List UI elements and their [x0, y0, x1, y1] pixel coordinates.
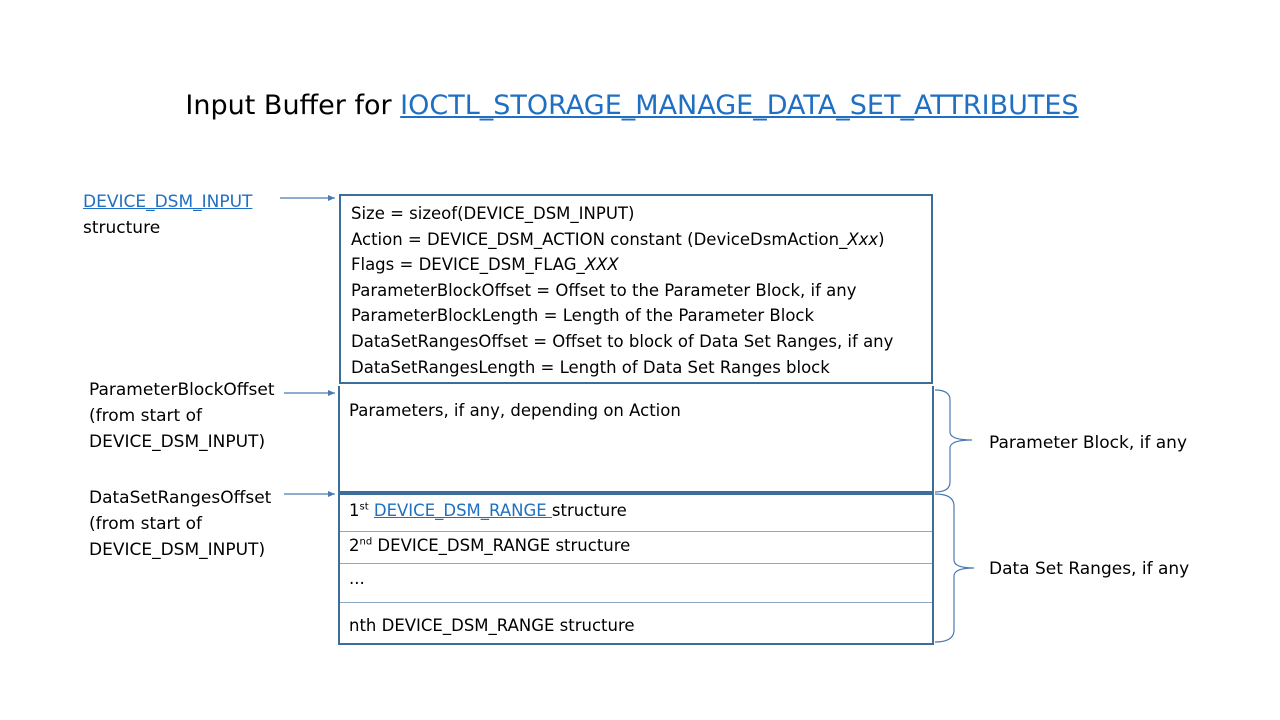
device-dsm-input-box: Size = sizeof(DEVICE_DSM_INPUT) Action =… — [339, 194, 933, 384]
range-row-2-text: 2nd DEVICE_DSM_RANGE structure — [349, 536, 631, 555]
param-offset-line3: DEVICE_DSM_INPUT) — [89, 432, 266, 452]
flags-field: Flags = DEVICE_DSM_FLAG_XXX — [351, 255, 619, 274]
range-row-1: 1st DEVICE_DSM_RANGE structure — [340, 495, 932, 532]
range-row-nth: nth DEVICE_DSM_RANGE structure — [340, 603, 932, 643]
range-row-nth-text: nth DEVICE_DSM_RANGE structure — [349, 616, 635, 635]
data-set-ranges-length-field: DataSetRangesLength = Length of Data Set… — [351, 358, 830, 377]
range-row-ellipsis: ... — [340, 564, 932, 603]
parameter-block-box: Parameters, if any, depending on Action — [338, 386, 934, 493]
param-offset-line2: (from start of — [89, 406, 202, 426]
device-dsm-input-link[interactable]: DEVICE_DSM_INPUT — [83, 192, 253, 212]
parameter-block-length-field: ParameterBlockLength = Length of the Par… — [351, 306, 815, 325]
data-set-ranges-offset-label: DataSetRangesOffset (from start of DEVIC… — [89, 485, 271, 563]
data-set-ranges-brace — [934, 493, 975, 643]
parameter-block-offset-label: ParameterBlockOffset (from start of DEVI… — [89, 377, 275, 455]
page-title: Input Buffer for IOCTL_STORAGE_MANAGE_DA… — [0, 90, 1264, 121]
ranges-offset-line3: DEVICE_DSM_INPUT) — [89, 540, 266, 560]
size-field: Size = sizeof(DEVICE_DSM_INPUT) — [351, 204, 635, 223]
parameter-block-label: Parameter Block, if any — [989, 433, 1187, 453]
param-block-brace — [934, 389, 973, 493]
data-set-ranges-box: 1st DEVICE_DSM_RANGE structure 2nd DEVIC… — [338, 493, 934, 645]
device-dsm-range-link[interactable]: DEVICE_DSM_RANGE — [373, 501, 552, 520]
ranges-offset-line1: DataSetRangesOffset — [89, 488, 272, 508]
ranges-offset-line2: (from start of — [89, 514, 202, 534]
action-field: Action = DEVICE_DSM_ACTION constant (Dev… — [351, 230, 885, 249]
param-offset-line1: ParameterBlockOffset — [89, 380, 275, 400]
range-row-2: 2nd DEVICE_DSM_RANGE structure — [340, 532, 932, 564]
structure-text: structure — [83, 218, 161, 238]
data-set-ranges-offset-field: DataSetRangesOffset = Offset to block of… — [351, 332, 894, 351]
range-row-ellipsis-text: ... — [349, 569, 365, 588]
title-prefix: Input Buffer for — [185, 90, 401, 121]
data-set-ranges-label: Data Set Ranges, if any — [989, 559, 1190, 579]
parameter-block-offset-field: ParameterBlockOffset = Offset to the Par… — [351, 281, 857, 300]
title-ioctl-link[interactable]: IOCTL_STORAGE_MANAGE_DATA_SET_ATTRIBUTES — [400, 90, 1079, 121]
parameters-text: Parameters, if any, depending on Action — [349, 401, 681, 420]
range-row-1-text: 1st DEVICE_DSM_RANGE structure — [349, 501, 627, 520]
device-dsm-input-label: DEVICE_DSM_INPUT structure — [83, 189, 252, 241]
